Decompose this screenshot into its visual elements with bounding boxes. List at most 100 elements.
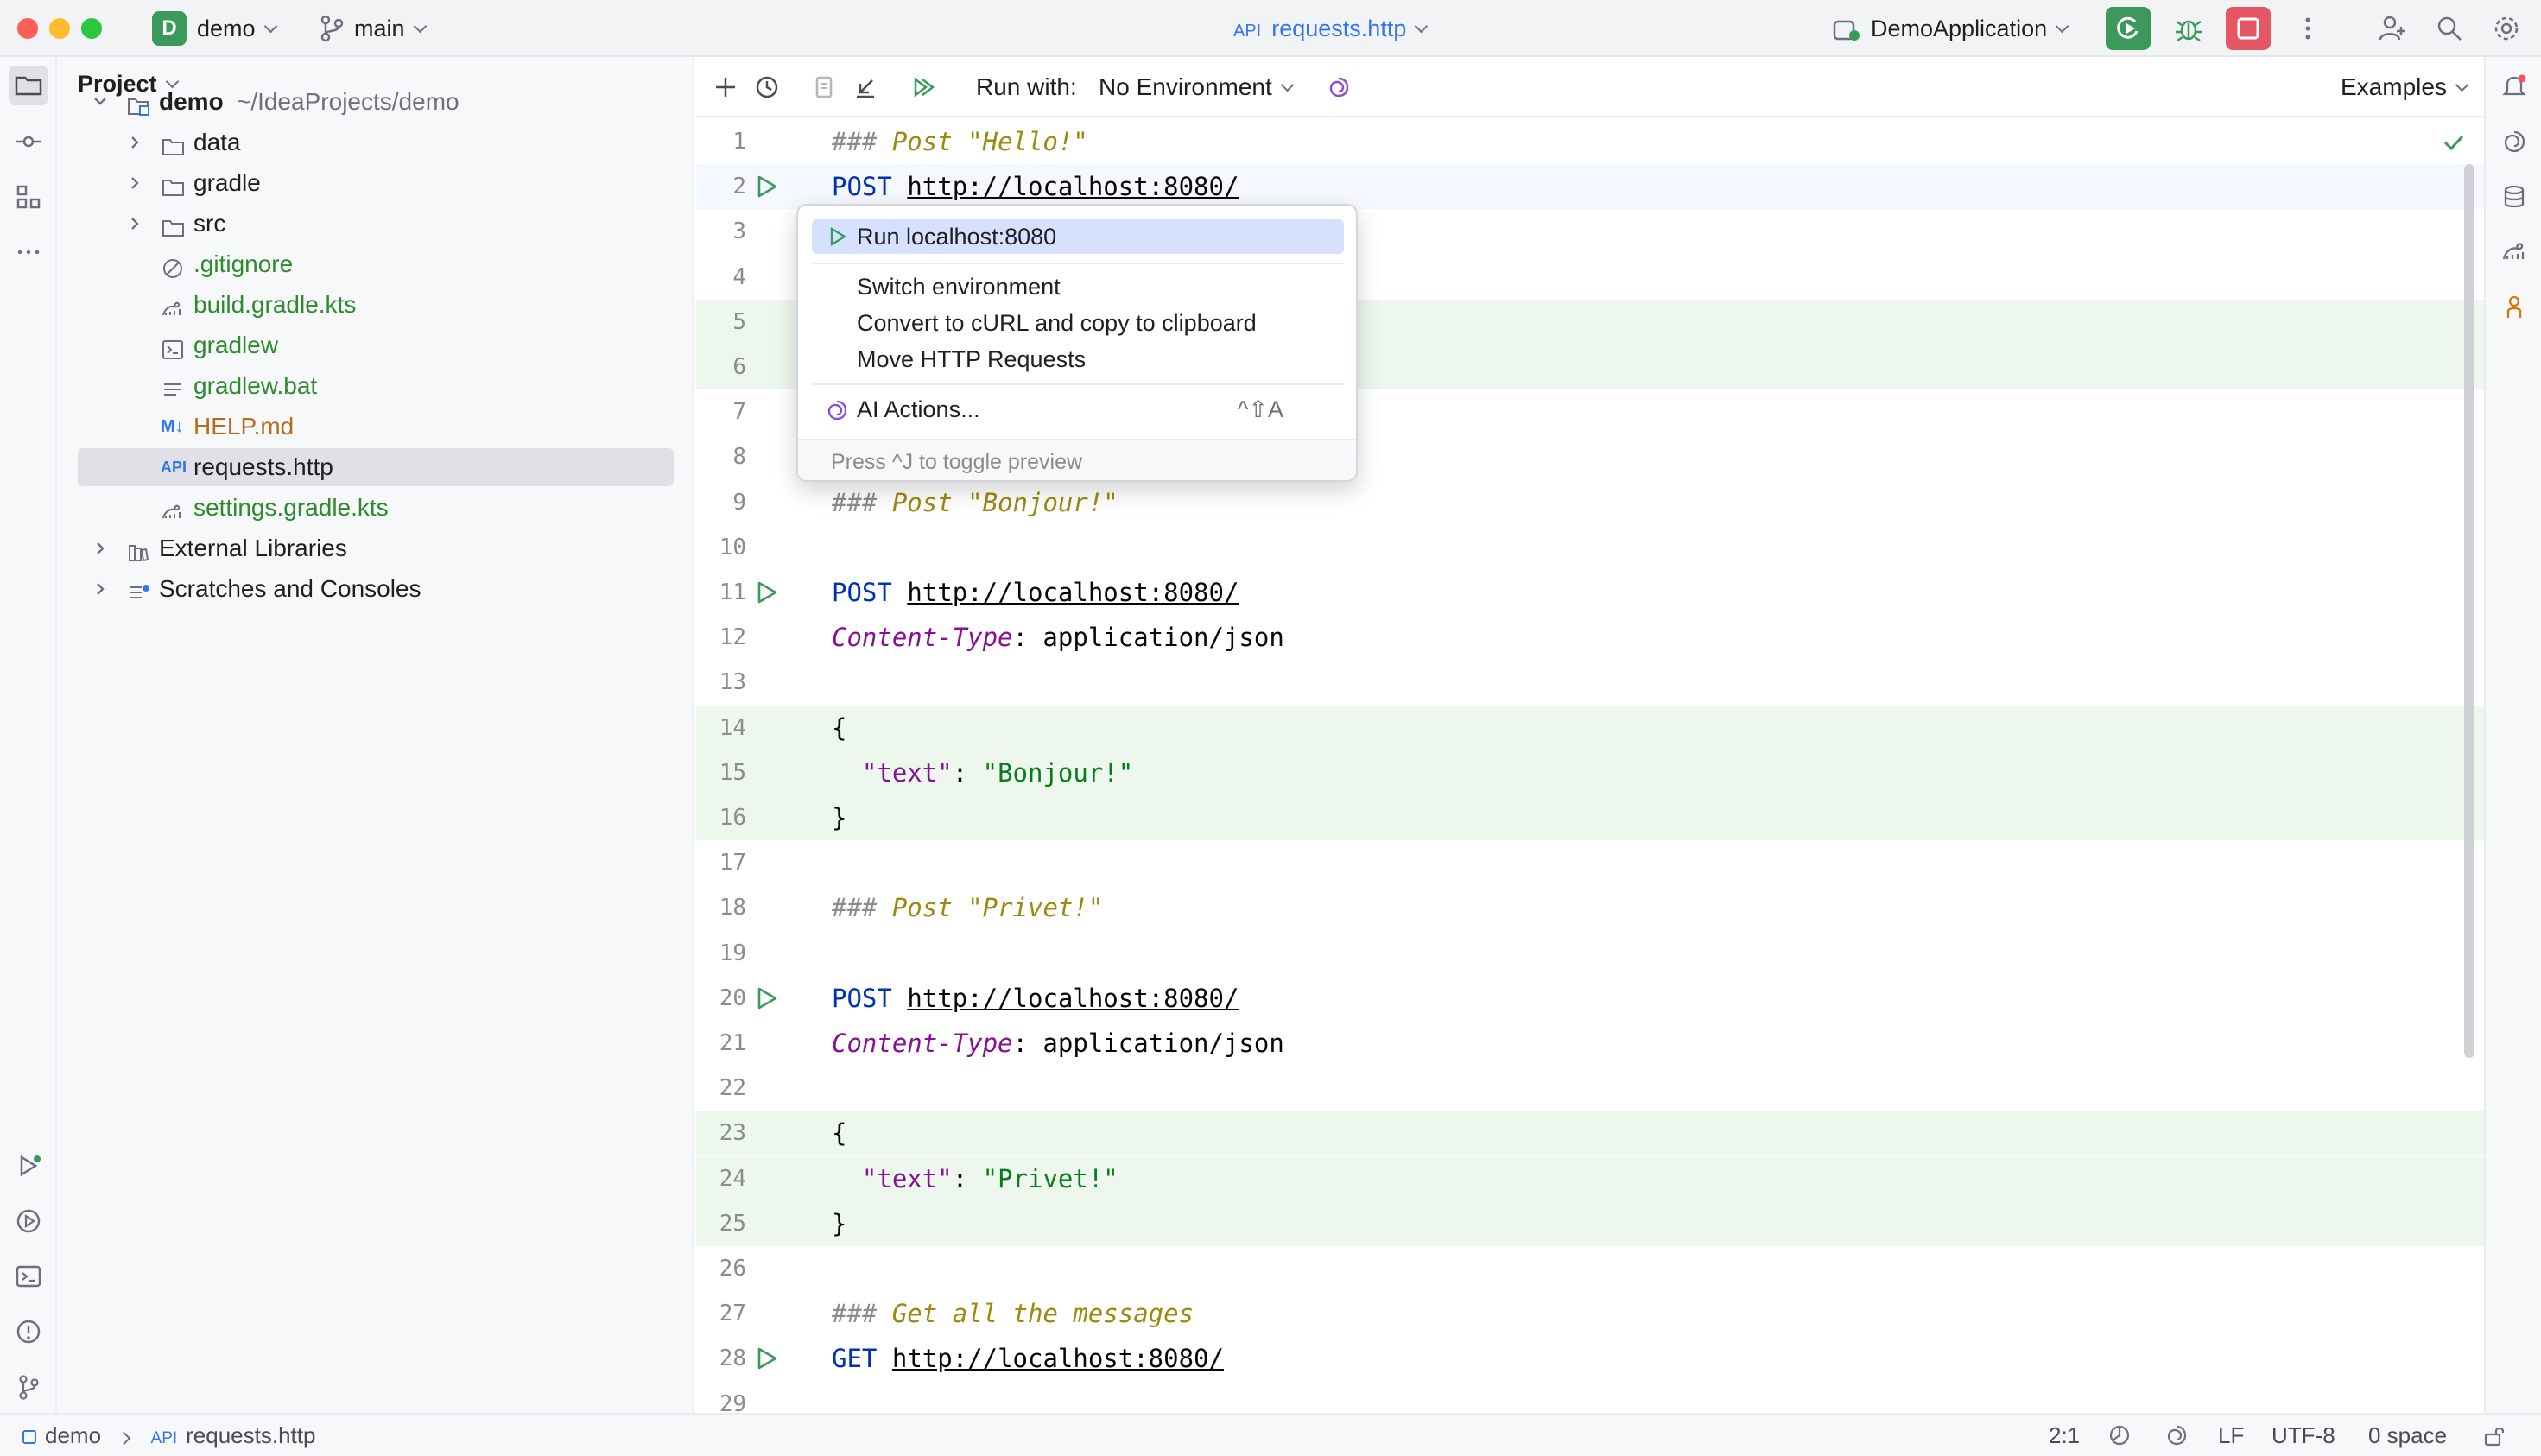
code-vision-icon[interactable] — [2107, 1423, 2132, 1447]
editor-line[interactable]: 22 — [696, 1066, 2484, 1111]
more-actions-icon[interactable] — [2292, 13, 2323, 44]
project-panel-header[interactable]: Project — [78, 71, 179, 98]
editor-line[interactable]: 9### Post "Bonjour!" — [696, 480, 2484, 525]
line-separator[interactable]: LF — [2218, 1422, 2245, 1448]
chevron-down-icon[interactable] — [92, 83, 109, 121]
tree-item[interactable]: src — [78, 205, 674, 243]
popup-item-switch-environment[interactable]: Switch environment — [812, 269, 1344, 304]
editor-line[interactable]: 14{ — [696, 705, 2484, 750]
tree-item[interactable]: External Libraries — [78, 529, 674, 567]
gutter-run-icon[interactable] — [755, 986, 779, 1010]
tree-item[interactable]: gradlew.bat — [78, 367, 674, 405]
editor-line[interactable]: 1### Post "Hello!" — [696, 119, 2484, 164]
gutter-run-icon[interactable] — [755, 1346, 779, 1371]
editor-line[interactable]: 17 — [696, 840, 2484, 885]
search-icon[interactable] — [2434, 13, 2465, 44]
no-problems-check-icon[interactable] — [2441, 130, 2467, 155]
history-icon[interactable] — [753, 73, 781, 101]
gradle-icon[interactable] — [2500, 238, 2528, 266]
more-tools-icon[interactable] — [15, 238, 42, 266]
gutter-run-icon[interactable] — [755, 174, 779, 199]
editor-line[interactable]: 19 — [696, 931, 2484, 976]
editor-line[interactable]: 4 — [696, 255, 2484, 300]
add-request-icon[interactable] — [712, 73, 739, 101]
tree-item[interactable]: data — [78, 123, 674, 161]
breadcrumb-file[interactable]: requests.http — [186, 1422, 316, 1448]
tree-item[interactable]: M↓HELP.md — [78, 408, 674, 446]
chevron-right-icon[interactable] — [126, 164, 143, 202]
popup-item-move-http-requests[interactable]: Move HTTP Requests — [812, 342, 1344, 377]
tree-item[interactable]: gradle — [78, 164, 674, 202]
caret-position[interactable]: 2:1 — [2049, 1422, 2081, 1448]
editor-line[interactable]: 15 "text": "Bonjour!" — [696, 750, 2484, 795]
stop-button[interactable] — [2226, 7, 2271, 50]
run-config-selector[interactable]: DemoApplication — [1871, 0, 2069, 57]
commit-icon[interactable] — [15, 128, 42, 155]
popup-item-ai-actions[interactable]: AI Actions... ^⇧A — [812, 392, 1344, 427]
breadcrumb-project[interactable]: demo — [45, 1422, 102, 1448]
editor-line[interactable]: 16} — [696, 795, 2484, 840]
project-switcher[interactable]: demo — [197, 0, 277, 57]
debug-icon[interactable] — [2173, 13, 2204, 44]
chevron-right-icon[interactable] — [126, 205, 143, 243]
chevron-right-icon[interactable] — [92, 570, 109, 608]
ai-assistant-icon[interactable] — [1325, 73, 1353, 101]
editor-line[interactable]: 18### Post "Privet!" — [696, 885, 2484, 930]
ai-assistant-icon[interactable] — [2500, 128, 2528, 155]
tree-item[interactable]: build.gradle.kts — [78, 286, 674, 324]
tree-item[interactable]: Scratches and Consoles — [78, 570, 674, 608]
notifications-icon[interactable] — [2500, 73, 2528, 100]
problems-icon[interactable] — [15, 1318, 42, 1345]
tree-item[interactable]: .gitignore — [78, 245, 674, 283]
terminal-icon[interactable] — [15, 1263, 42, 1290]
editor-line[interactable]: 24 "text": "Privet!" — [696, 1155, 2484, 1201]
file-encoding[interactable]: UTF-8 — [2272, 1422, 2335, 1448]
editor-scrollbar[interactable] — [2464, 164, 2474, 1058]
code-with-me-icon[interactable] — [2377, 13, 2408, 44]
tree-item[interactable]: demo~/IdeaProjects/demo — [78, 83, 674, 121]
popup-item-run-localhost[interactable]: Run localhost:8080 — [812, 219, 1344, 254]
rerun-button[interactable] — [2106, 7, 2151, 50]
editor-line[interactable]: 13 — [696, 660, 2484, 705]
editor-line[interactable]: 27### Get all the messages — [696, 1291, 2484, 1336]
tree-item[interactable]: gradlew — [78, 326, 674, 364]
chevron-right-icon[interactable] — [126, 123, 143, 161]
editor-line[interactable]: 7 — [696, 389, 2484, 434]
editor-line[interactable]: 23{ — [696, 1111, 2484, 1156]
structure-icon[interactable] — [15, 183, 42, 211]
run-all-requests-icon[interactable] — [910, 73, 938, 101]
git-icon[interactable] — [15, 1373, 42, 1401]
run-icon[interactable] — [15, 1207, 42, 1235]
zoom-window-button[interactable] — [81, 18, 102, 39]
minimize-window-button[interactable] — [49, 18, 70, 39]
indent-setting[interactable]: 0 space — [2368, 1422, 2448, 1448]
popup-item-convert-to-curl[interactable]: Convert to cURL and copy to clipboard — [812, 306, 1344, 340]
environment-selector[interactable]: No Environment — [1099, 57, 1295, 117]
editor-line[interactable]: 10 — [696, 525, 2484, 570]
import-icon[interactable] — [852, 73, 879, 101]
database-icon[interactable] — [2500, 183, 2528, 211]
editor-line[interactable]: 25} — [696, 1200, 2484, 1246]
project-tool-button[interactable] — [9, 66, 48, 105]
gutter-run-icon[interactable] — [755, 580, 779, 605]
tree-item[interactable]: settings.gradle.kts — [78, 489, 674, 527]
project-badge[interactable]: D — [152, 11, 187, 46]
branch-switcher[interactable]: main — [354, 0, 427, 57]
convert-icon[interactable] — [810, 73, 838, 101]
ai-assistant-icon[interactable] — [2164, 1423, 2189, 1447]
chevron-right-icon[interactable] — [92, 529, 109, 567]
coverage-icon[interactable] — [2500, 294, 2528, 321]
editor-line[interactable]: 3 — [696, 209, 2484, 254]
services-icon[interactable] — [15, 1152, 42, 1180]
editor-line[interactable]: 29 — [696, 1382, 2484, 1413]
close-window-button[interactable] — [17, 18, 38, 39]
editor-line[interactable]: 8 — [696, 434, 2484, 479]
